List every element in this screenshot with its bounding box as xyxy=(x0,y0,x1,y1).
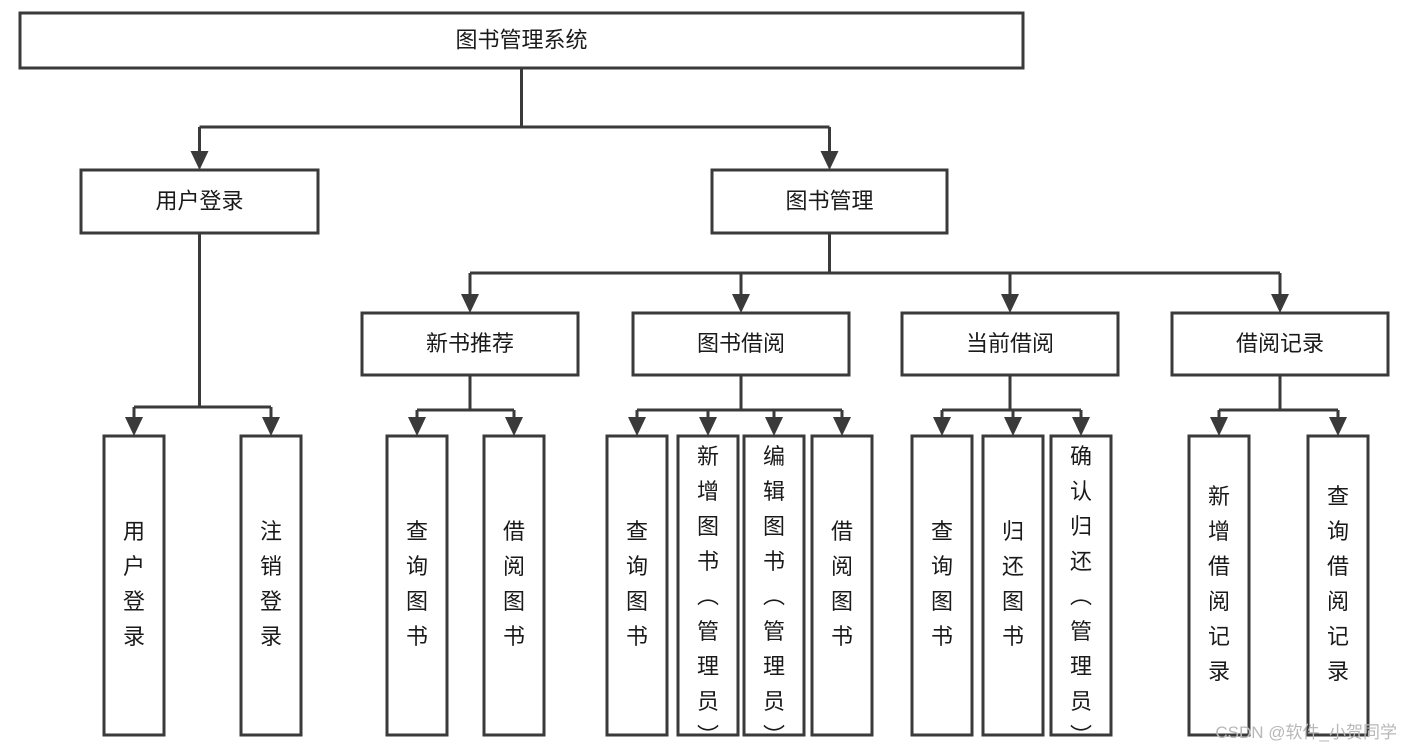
node-借阅图书-leaf[interactable]: 借阅图书 xyxy=(810,434,874,737)
node-box-图书管理-l2 xyxy=(710,168,949,235)
node-box-图书管理系统-root xyxy=(18,11,1025,70)
arrow-head-icon xyxy=(461,294,479,313)
node-label-图书管理系统-root: 图书管理系统 xyxy=(455,27,587,52)
node-查询图书-leaf[interactable]: 查询图书 xyxy=(605,434,669,737)
node-box-归还图书-leaf xyxy=(981,434,1045,737)
node-label-查询借阅记录-leaf: 查询借阅记录 xyxy=(1327,484,1349,684)
arrow-head-icon xyxy=(933,417,951,436)
node-label-查询图书-leaf: 查询图书 xyxy=(406,519,428,649)
node-图书借阅-l3[interactable]: 图书借阅 xyxy=(631,311,851,377)
node-box-新书推荐-l3 xyxy=(360,311,580,377)
node-box-编辑图书管理员-leaf xyxy=(742,434,806,737)
node-label-新增图书管理员-leaf: 新增图书︵管理员︶ xyxy=(697,444,719,747)
node-label-图书管理-l2: 图书管理 xyxy=(785,188,873,213)
node-label-查询图书-leaf: 查询图书 xyxy=(626,519,648,649)
node-box-借阅图书-leaf xyxy=(810,434,874,737)
node-查询图书-leaf[interactable]: 查询图书 xyxy=(910,434,974,737)
arrow-head-icon xyxy=(699,417,717,436)
node-box-用户登录-leaf xyxy=(102,434,166,737)
node-借阅记录-l3[interactable]: 借阅记录 xyxy=(1170,311,1390,377)
node-box-注销登录-leaf xyxy=(239,434,303,737)
arrow-head-icon xyxy=(1210,417,1228,436)
node-box-当前借阅-l3 xyxy=(900,311,1120,377)
arrow-head-icon xyxy=(1072,417,1090,436)
node-label-新增借阅记录-leaf: 新增借阅记录 xyxy=(1208,484,1230,684)
node-编辑图书管理员-leaf[interactable]: 编辑图书︵管理员︶ xyxy=(742,434,806,749)
node-借阅图书-leaf[interactable]: 借阅图书 xyxy=(482,434,546,737)
node-box-借阅记录-l3 xyxy=(1170,311,1390,377)
node-查询借阅记录-leaf[interactable]: 查询借阅记录 xyxy=(1306,434,1370,737)
node-label-确认归还管理员-leaf: 确认归还︵管理员︶ xyxy=(1070,444,1092,747)
node-label-用户登录-l2: 用户登录 xyxy=(155,188,243,213)
node-label-用户登录-leaf: 用户登录 xyxy=(123,519,145,649)
node-label-新书推荐-l3: 新书推荐 xyxy=(426,331,514,356)
arrow-head-icon xyxy=(262,417,280,436)
arrow-head-icon xyxy=(1001,294,1019,313)
node-box-借阅图书-leaf xyxy=(482,434,546,737)
node-图书管理-l2[interactable]: 图书管理 xyxy=(710,168,949,235)
node-查询图书-leaf[interactable]: 查询图书 xyxy=(385,434,449,737)
node-用户登录-l2[interactable]: 用户登录 xyxy=(79,168,320,235)
arrow-head-icon xyxy=(1329,417,1347,436)
node-layer: 图书管理系统用户登录用户登录注销登录图书管理新书推荐查询图书借阅图书图书借阅查询… xyxy=(18,11,1390,749)
arrow-head-icon xyxy=(1271,294,1289,313)
connector-layer xyxy=(125,68,1347,436)
node-新书推荐-l3[interactable]: 新书推荐 xyxy=(360,311,580,377)
arrow-head-icon xyxy=(125,417,143,436)
arrow-head-icon xyxy=(820,151,839,170)
node-label-借阅记录-l3: 借阅记录 xyxy=(1236,331,1324,356)
arrow-head-icon xyxy=(190,151,209,170)
node-label-注销登录-leaf: 注销登录 xyxy=(260,519,282,649)
node-label-借阅图书-leaf: 借阅图书 xyxy=(831,519,853,649)
node-新增借阅记录-leaf[interactable]: 新增借阅记录 xyxy=(1187,434,1251,737)
node-box-图书借阅-l3 xyxy=(631,311,851,377)
arrow-head-icon xyxy=(833,417,851,436)
node-label-当前借阅-l3: 当前借阅 xyxy=(966,331,1054,356)
arrow-head-icon xyxy=(408,417,426,436)
node-图书管理系统-root[interactable]: 图书管理系统 xyxy=(18,11,1025,70)
node-label-归还图书-leaf: 归还图书 xyxy=(1002,519,1024,649)
node-用户登录-leaf[interactable]: 用户登录 xyxy=(102,434,166,737)
node-box-确认归还管理员-leaf xyxy=(1049,434,1113,737)
node-label-编辑图书管理员-leaf: 编辑图书︵管理员︶ xyxy=(763,444,785,747)
node-label-图书借阅-l3: 图书借阅 xyxy=(697,331,785,356)
node-box-查询借阅记录-leaf xyxy=(1306,434,1370,737)
node-label-借阅图书-leaf: 借阅图书 xyxy=(503,519,525,649)
arrow-head-icon xyxy=(505,417,523,436)
node-box-查询图书-leaf xyxy=(605,434,669,737)
node-label-查询图书-leaf: 查询图书 xyxy=(931,519,953,649)
arrow-head-icon xyxy=(765,417,783,436)
arrow-head-icon xyxy=(628,417,646,436)
node-当前借阅-l3[interactable]: 当前借阅 xyxy=(900,311,1120,377)
node-确认归还管理员-leaf[interactable]: 确认归还︵管理员︶ xyxy=(1049,434,1113,749)
node-box-查询图书-leaf xyxy=(385,434,449,737)
node-新增图书管理员-leaf[interactable]: 新增图书︵管理员︶ xyxy=(676,434,740,749)
arrow-head-icon xyxy=(732,294,750,313)
node-box-新增图书管理员-leaf xyxy=(676,434,740,737)
node-box-用户登录-l2 xyxy=(79,168,320,235)
node-注销登录-leaf[interactable]: 注销登录 xyxy=(239,434,303,737)
node-box-新增借阅记录-leaf xyxy=(1187,434,1251,737)
node-box-查询图书-leaf xyxy=(910,434,974,737)
node-归还图书-leaf[interactable]: 归还图书 xyxy=(981,434,1045,737)
arrow-head-icon xyxy=(1004,417,1022,436)
